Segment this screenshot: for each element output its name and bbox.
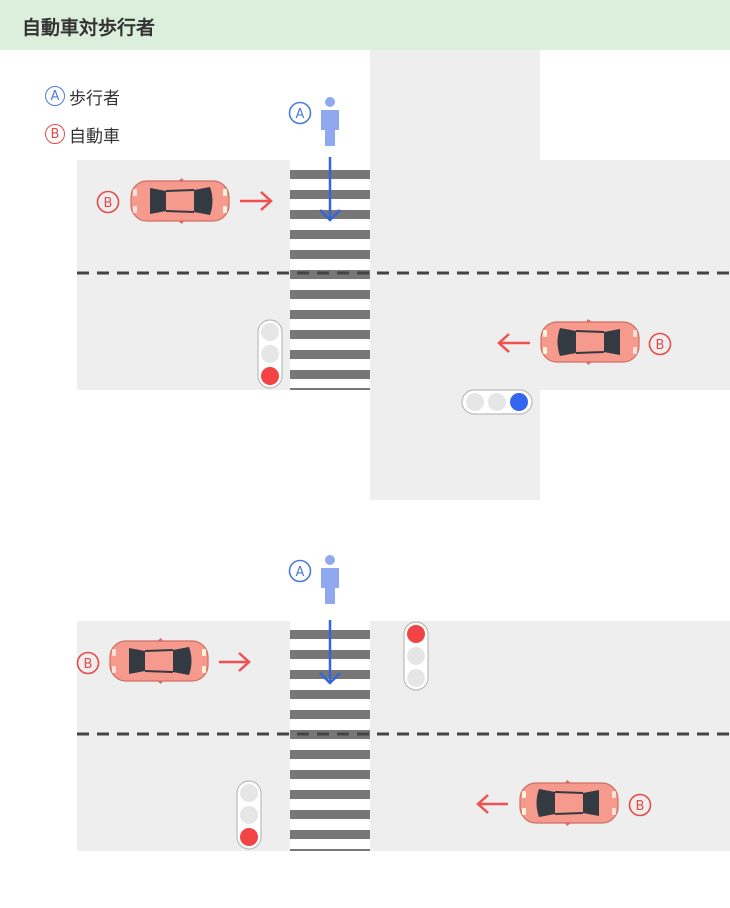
pedestrian-mark-icon xyxy=(288,559,312,583)
car-mark-icon xyxy=(96,190,120,214)
car-arrow-right xyxy=(240,191,273,211)
pedestrian-arrow xyxy=(319,157,341,222)
pedestrian-arrow xyxy=(319,620,341,685)
vehicle-signal-icon xyxy=(403,621,429,691)
pedestrian-mark-text: A xyxy=(296,565,305,580)
header-bar: 自動車対歩行者 xyxy=(0,0,730,50)
car-mark-icon xyxy=(628,793,652,817)
car-mark-icon: B xyxy=(45,124,65,144)
car-arrow-right xyxy=(219,652,251,672)
car-mark-text: B xyxy=(636,799,645,814)
page-title: 自動車対歩行者 xyxy=(22,17,156,39)
legend-pedestrian: A 歩行者 xyxy=(45,84,120,109)
top-scene: A B B xyxy=(77,50,730,500)
legend-car: B 自動車 xyxy=(45,122,120,147)
pedestrian-icon xyxy=(321,97,339,146)
vehicle-signal-icon xyxy=(461,389,533,415)
legend-car-label: 自動車 xyxy=(69,126,120,147)
car-icon xyxy=(519,779,619,827)
car-mark-icon xyxy=(76,651,100,675)
pedestrian-signal-icon xyxy=(257,319,283,389)
pedestrian-mark-text: A xyxy=(296,107,305,122)
bottom-scene: A B B xyxy=(76,555,730,851)
car-icon xyxy=(109,637,209,685)
car-mark-icon xyxy=(648,332,672,356)
car-mark-text: B xyxy=(656,338,665,353)
car-mark-text: B xyxy=(104,196,113,211)
pedestrian-signal-icon xyxy=(236,780,262,850)
pedestrian-mark-icon xyxy=(288,101,312,125)
car-arrow-left xyxy=(476,794,508,814)
car-icon xyxy=(540,318,640,366)
pedestrian-mark-icon: A xyxy=(45,86,65,106)
car-icon xyxy=(130,177,230,225)
vertical-road xyxy=(370,50,540,500)
legend-pedestrian-label: 歩行者 xyxy=(69,88,120,109)
car-mark-text: B xyxy=(84,657,93,672)
pedestrian-icon xyxy=(321,555,339,604)
car-arrow-left xyxy=(497,333,530,353)
